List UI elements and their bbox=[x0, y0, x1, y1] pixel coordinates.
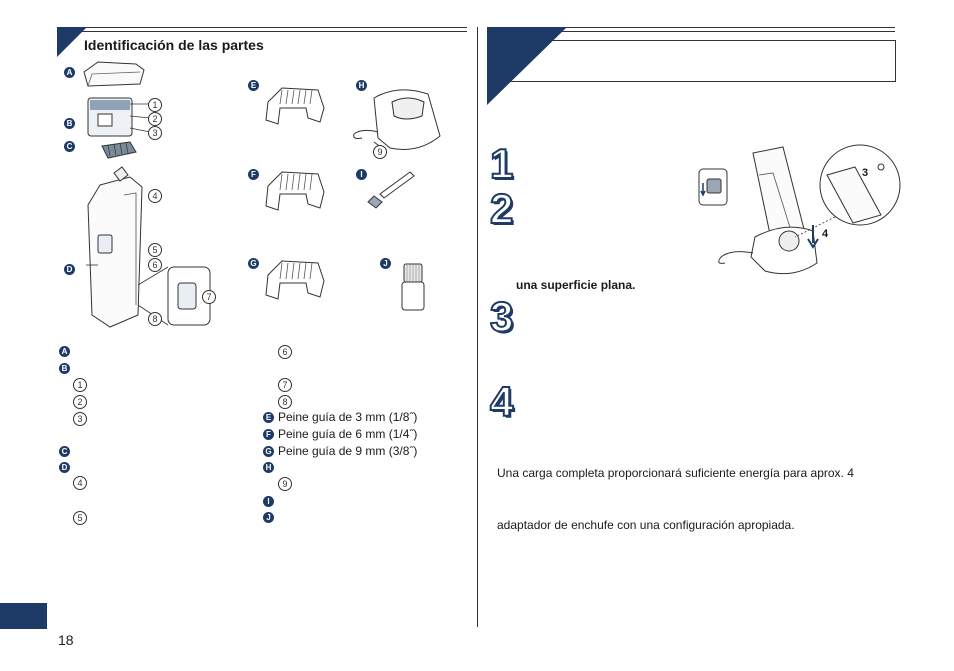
cleaning-brush-illustration bbox=[367, 171, 415, 209]
left-header-triangle bbox=[57, 27, 87, 57]
legend-num-8: 8 bbox=[278, 395, 292, 409]
step-number-2: 2 bbox=[489, 184, 514, 233]
inner-blade-illustration bbox=[101, 141, 137, 159]
label-G: G bbox=[248, 258, 259, 269]
oil-bottle-illustration bbox=[401, 263, 425, 311]
fig-num-7: 7 bbox=[202, 290, 216, 304]
left-header-line bbox=[60, 27, 467, 28]
charging-fig-number-3: 3 bbox=[862, 167, 869, 179]
legend-label-J: J bbox=[263, 512, 274, 523]
page-tab bbox=[0, 603, 47, 629]
label-D: D bbox=[64, 264, 75, 275]
legend-label-G: G bbox=[263, 446, 274, 457]
legend-label-H: H bbox=[263, 462, 274, 473]
fig-num-1: 1 bbox=[148, 98, 162, 112]
legend-label-C: C bbox=[59, 446, 70, 457]
legend-label-I: I bbox=[263, 496, 274, 507]
legend-num-1: 1 bbox=[73, 378, 87, 392]
fig-num-2: 2 bbox=[148, 112, 162, 126]
page-number: 18 bbox=[58, 632, 74, 648]
label-C: C bbox=[64, 141, 75, 152]
right-header-line-2 bbox=[487, 31, 895, 32]
left-header-line-2 bbox=[60, 31, 467, 32]
legend-text-E: Peine guía de 3 mm (1/8˝) bbox=[278, 410, 418, 424]
label-F: F bbox=[248, 169, 259, 180]
legend-num-5: 5 bbox=[73, 511, 87, 525]
legend-text-G: Peine guía de 9 mm (3/8˝) bbox=[278, 444, 418, 458]
charging-fig-number-4: 4 bbox=[822, 228, 829, 240]
legend-num-3: 3 bbox=[73, 412, 87, 426]
step-number-4: 4 bbox=[489, 377, 514, 426]
label-B: B bbox=[64, 118, 75, 129]
fig-num-5: 5 bbox=[148, 243, 162, 257]
fig-num-6: 6 bbox=[148, 258, 162, 272]
guide-comb-9mm-illustration bbox=[265, 260, 325, 300]
step-number-3: 3 bbox=[489, 292, 514, 341]
blade-cover-illustration bbox=[83, 61, 145, 87]
fig-num-9: 9 bbox=[373, 145, 387, 159]
right-header-line bbox=[487, 27, 895, 28]
label-J: J bbox=[380, 258, 391, 269]
step-2-bold-text: una superficie plana. bbox=[516, 278, 636, 292]
label-I: I bbox=[356, 169, 367, 180]
legend-num-9: 9 bbox=[278, 477, 292, 491]
legend-num-4: 4 bbox=[73, 476, 87, 490]
charging-illustration bbox=[698, 144, 901, 275]
fig-num-3: 3 bbox=[148, 126, 162, 140]
fig-num-4: 4 bbox=[148, 189, 162, 203]
legend-num-2: 2 bbox=[73, 395, 87, 409]
guide-comb-6mm-illustration bbox=[265, 171, 325, 211]
label-A: A bbox=[64, 67, 75, 78]
fig-num-8: 8 bbox=[148, 312, 162, 326]
center-divider bbox=[477, 27, 478, 627]
charging-stand-illustration bbox=[353, 89, 441, 150]
legend-num-6: 6 bbox=[278, 345, 292, 359]
legend-label-B: B bbox=[59, 363, 70, 374]
legend-text-F: Peine guía de 6 mm (1/4˝) bbox=[278, 427, 418, 441]
right-header-triangle bbox=[487, 27, 567, 105]
section-title: Identificación de las partes bbox=[84, 37, 264, 53]
charge-note-text: Una carga completa proporcionará suficie… bbox=[497, 466, 854, 480]
adapter-note-text: adaptador de enchufe con una configuraci… bbox=[497, 518, 795, 532]
label-H: H bbox=[356, 80, 367, 91]
trimmer-body-illustration bbox=[86, 166, 211, 328]
guide-comb-3mm-illustration bbox=[265, 87, 325, 125]
legend-label-E: E bbox=[263, 412, 274, 423]
legend-label-D: D bbox=[59, 462, 70, 473]
legend-num-7: 7 bbox=[278, 378, 292, 392]
blade-illustration bbox=[87, 97, 151, 137]
legend-label-F: F bbox=[263, 429, 274, 440]
label-E: E bbox=[248, 80, 259, 91]
step-number-1: 1 bbox=[489, 139, 514, 188]
legend-label-A: A bbox=[59, 346, 70, 357]
